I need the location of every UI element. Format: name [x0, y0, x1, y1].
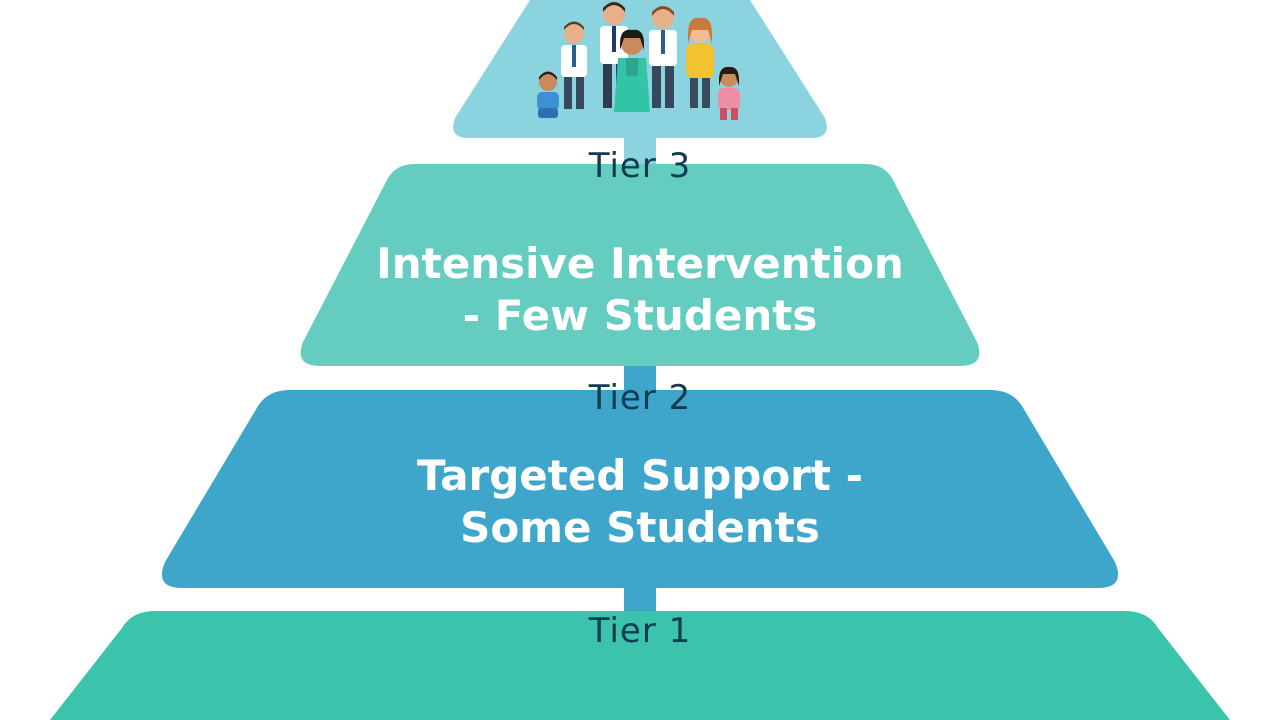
tier-2-description: Targeted Support - Some Students: [0, 450, 1280, 554]
tier-2-line-2: Some Students: [460, 503, 820, 552]
pyramid-tier-2: [161, 390, 1119, 588]
tier-2-label: Tier 2: [588, 378, 692, 418]
person-icon: [686, 17, 714, 108]
pyramid-tier-1: [50, 611, 1230, 720]
tier-3-line-1: Intensive Intervention: [376, 239, 904, 288]
pyramid-tier-3: [300, 164, 980, 366]
person-icon: [537, 71, 559, 118]
person-icon: [614, 29, 650, 112]
person-icon: [561, 21, 587, 109]
people-group-illustration: [537, 2, 740, 120]
tier-2-line-1: Targeted Support -: [416, 451, 864, 500]
tier-3-description: Intensive Intervention - Few Students: [0, 238, 1280, 342]
person-icon: [718, 66, 740, 120]
tier-3-label: Tier 3: [588, 146, 692, 186]
tier-3-line-2: - Few Students: [462, 291, 818, 340]
person-icon: [649, 6, 677, 108]
tier-1-label: Tier 1: [588, 611, 692, 651]
